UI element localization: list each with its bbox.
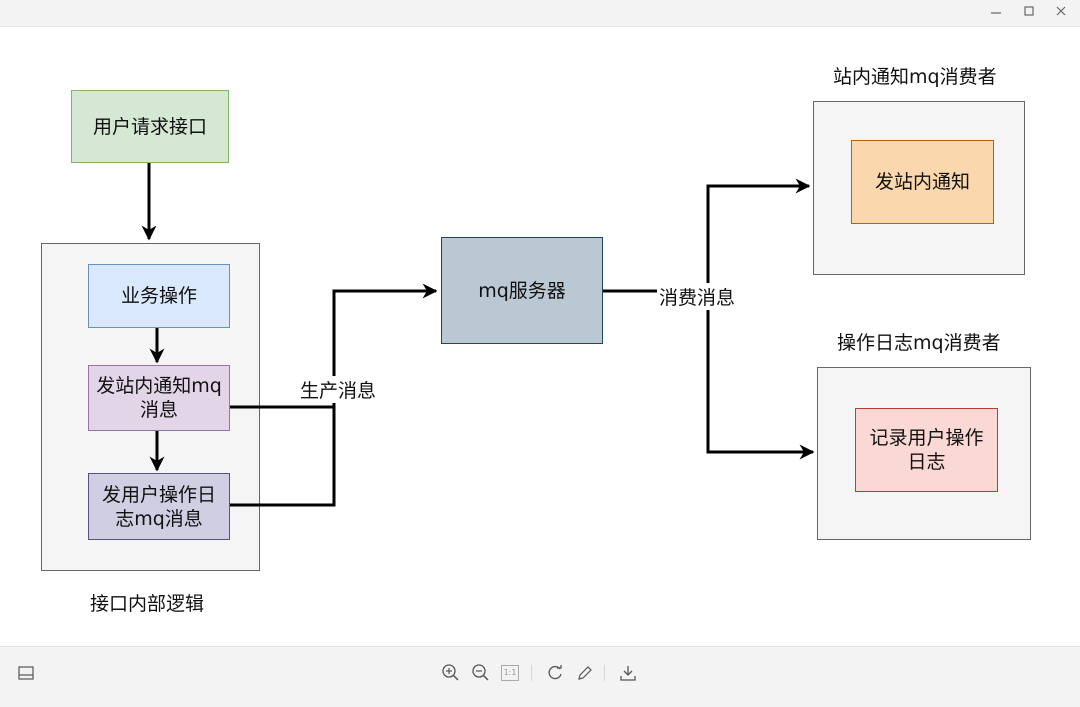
mq-server-node: mq服务器 [441, 237, 603, 344]
edit-button[interactable] [573, 661, 597, 685]
window-titlebar [0, 0, 1080, 27]
user-request-node: 用户请求接口 [71, 90, 229, 163]
send-log-msg-node: 发用户操作日 志mq消息 [88, 473, 230, 540]
send-notice-node: 发站内通知 [851, 140, 994, 224]
download-icon [620, 666, 636, 681]
rotate-button[interactable] [543, 661, 567, 685]
toolbar-separator [604, 665, 605, 681]
minimize-button[interactable] [985, 3, 1007, 23]
sidebar-toggle-button[interactable] [14, 661, 38, 685]
rotate-icon [548, 665, 562, 680]
close-icon [1056, 6, 1066, 16]
sidebar-icon [18, 666, 34, 680]
zoom-in-button[interactable] [439, 661, 463, 685]
actual-size-button[interactable]: 1:1 [498, 661, 522, 685]
edge-server-to-log-consumer [706, 291, 815, 460]
business-op-node: 业务操作 [88, 264, 230, 328]
close-button[interactable] [1050, 3, 1072, 23]
zoom-out-icon [472, 664, 489, 681]
minimize-icon [991, 12, 1001, 14]
toolbar-separator [531, 665, 532, 681]
diagram-canvas: 接口内部逻辑 用户请求接口 业务操作 发站内通知mq 消息 发用户操作日 志mq… [0, 26, 1080, 646]
log-consumer-label: 操作日志mq消费者 [837, 332, 1001, 354]
actual-size-icon: 1:1 [501, 665, 519, 681]
edge-log-to-server [230, 291, 336, 507]
connectors [141, 163, 815, 507]
interface-logic-label: 接口内部逻辑 [90, 593, 205, 615]
consume-edge-label: 消费消息 [657, 283, 738, 310]
viewer-toolbar: 1:1 [0, 646, 1080, 707]
produce-edge-label: 生产消息 [298, 376, 379, 403]
download-button[interactable] [616, 661, 640, 685]
edit-icon [578, 666, 592, 680]
send-notice-msg-node: 发站内通知mq 消息 [88, 365, 230, 431]
zoom-out-button[interactable] [469, 661, 493, 685]
record-log-node: 记录用户操作 日志 [855, 408, 998, 492]
notice-consumer-label: 站内通知mq消费者 [833, 66, 997, 88]
edge-server-to-notice-consumer [603, 178, 811, 293]
maximize-icon [1024, 6, 1034, 16]
maximize-button[interactable] [1018, 3, 1040, 23]
zoom-in-icon [442, 664, 459, 681]
